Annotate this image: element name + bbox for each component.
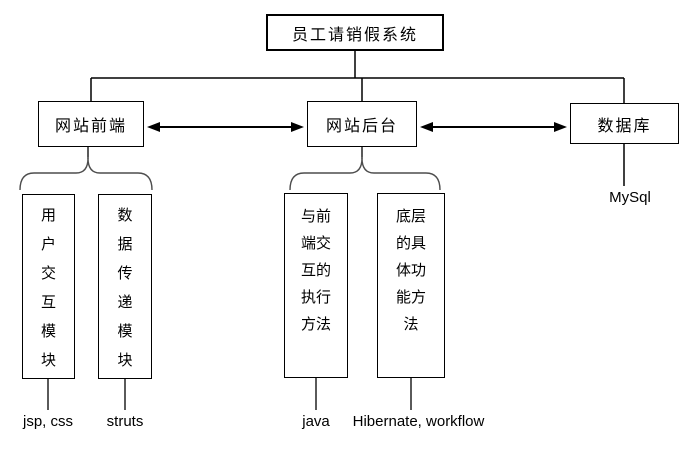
underlying-function-methods-label: 底层的具体功能方法 xyxy=(395,208,426,333)
backend-modules-brace xyxy=(289,157,441,191)
frontend-node-label: 网站前端 xyxy=(54,118,127,135)
node-database: 数据库 xyxy=(570,103,679,144)
label-hibernate-workflow: Hibernate, workflow xyxy=(352,413,485,430)
database-node-label: 数据库 xyxy=(597,117,652,135)
backend-database-arrow xyxy=(420,122,567,132)
frontend-interaction-methods-label: 与前端交互的执行方法 xyxy=(300,208,331,333)
node-website-frontend: 网站前端 xyxy=(38,101,144,147)
backend-node-label: 网站后台 xyxy=(325,118,398,135)
frontend-backend-arrow xyxy=(147,122,304,132)
node-data-transfer-module: 数据传递模块 xyxy=(98,194,152,379)
label-java: java xyxy=(302,413,330,430)
node-underlying-function-methods: 底层的具体功能方法 xyxy=(377,193,445,378)
node-frontend-interaction-methods: 与前端交互的执行方法 xyxy=(284,193,348,378)
label-jsp-css: jsp, css xyxy=(22,413,73,430)
label-mysql: MySql xyxy=(609,189,651,206)
frontend-modules-brace xyxy=(19,157,153,191)
data-transfer-module-label: 数据传递模块 xyxy=(117,207,133,369)
node-user-interaction-module: 用户交互模块 xyxy=(22,194,75,379)
root-node-employee-leave-system: 员工请销假系统 xyxy=(266,14,444,51)
label-struts: struts xyxy=(106,413,144,430)
node-website-backend: 网站后台 xyxy=(307,101,417,147)
root-node-label: 员工请销假系统 xyxy=(291,26,418,44)
user-interaction-module-label: 用户交互模块 xyxy=(40,207,56,369)
